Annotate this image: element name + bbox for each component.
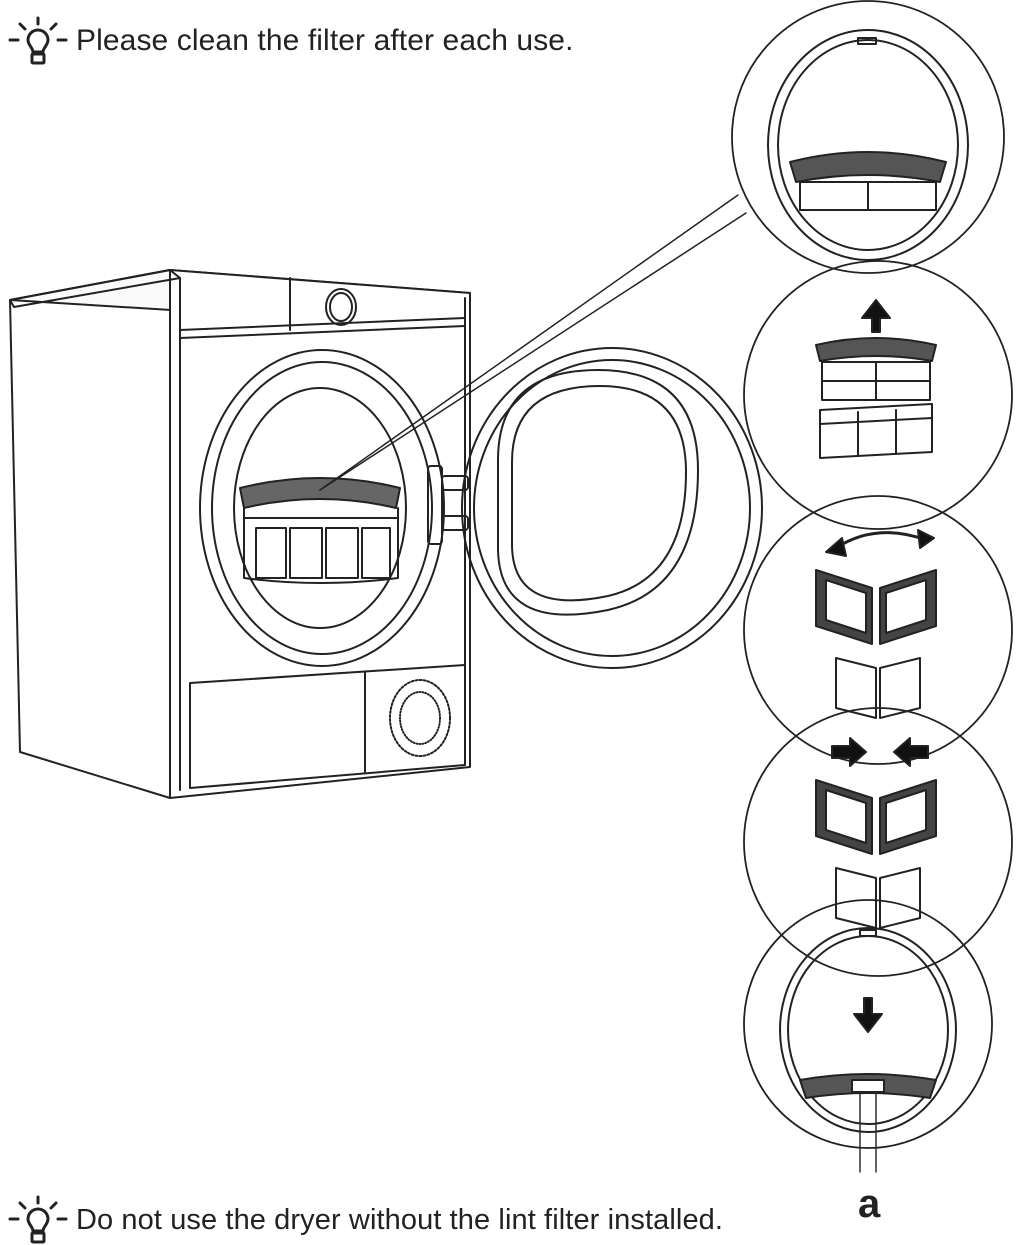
step4-close-filter <box>815 737 937 929</box>
leader-lines <box>319 194 747 491</box>
lightbulb-icon <box>8 16 68 65</box>
lower-panel <box>189 664 466 789</box>
tip-top: Please clean the filter after each use. <box>6 16 574 66</box>
step5-reinsert-filter <box>779 927 957 1173</box>
dryer-body <box>9 269 471 799</box>
step-circles <box>731 0 1013 1149</box>
tip-bottom-text: Do not use the dryer without the lint fi… <box>76 1203 724 1236</box>
callout-label-a: a <box>858 1182 881 1226</box>
lightbulb-icon <box>8 1195 68 1244</box>
step3-open-filter <box>815 529 937 719</box>
drum-opening <box>199 349 445 667</box>
step1-filter-location <box>767 29 969 261</box>
tip-top-text: Please clean the filter after each use. <box>76 24 574 57</box>
step2-pull-out <box>815 299 937 459</box>
tip-bottom: Do not use the dryer without the lint fi… <box>6 1195 723 1245</box>
door-hinge <box>427 465 469 545</box>
open-door <box>461 347 763 669</box>
